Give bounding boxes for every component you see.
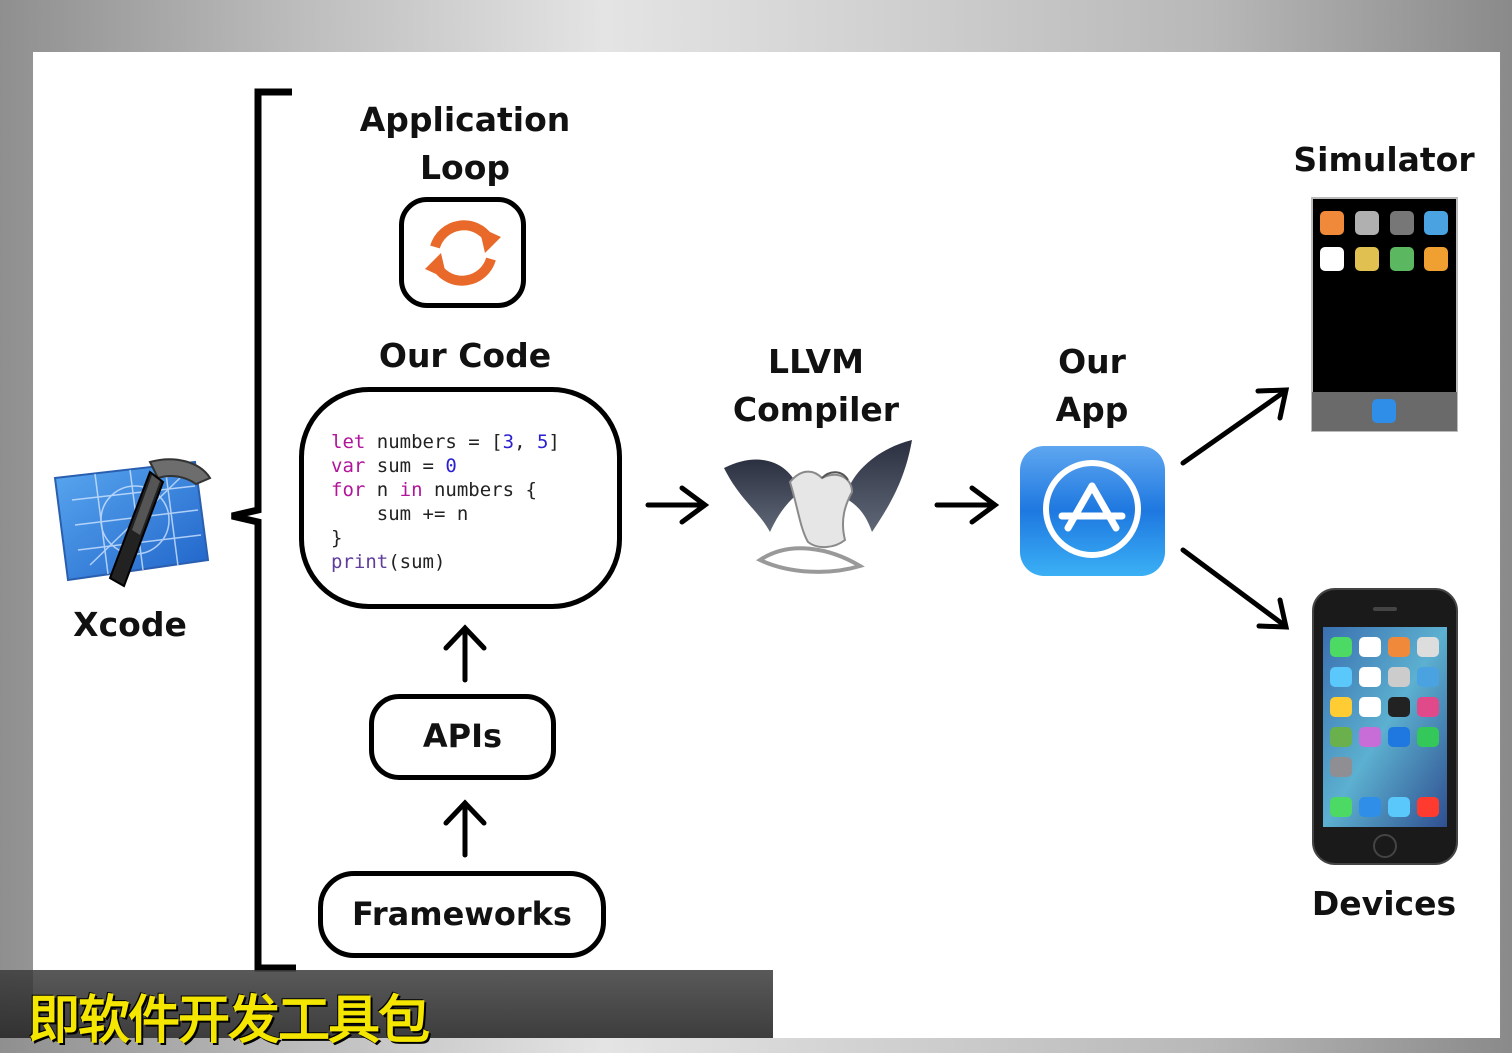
arrow-app-to-simulator: [1180, 387, 1290, 466]
arrow-app-to-devices: [1180, 547, 1290, 630]
arrow-frameworks-to-apis: [443, 799, 487, 858]
our-app-label-line1: Our: [1058, 342, 1126, 381]
our-code-label: Our Code: [378, 336, 552, 375]
frameworks-label: Frameworks: [352, 894, 572, 933]
our-code-box: [299, 387, 622, 609]
xcode-bracket: [231, 88, 296, 972]
frameworks-box: Frameworks: [318, 871, 606, 958]
devices-label: Devices: [1311, 884, 1457, 923]
code-line-6: print(sum): [331, 551, 446, 573]
apis-box: APIs: [369, 694, 556, 780]
llvm-label-line2: Compiler: [732, 390, 900, 429]
subtitle-text: 即软件开发工具包: [28, 991, 430, 1051]
apis-label: APIs: [422, 717, 503, 756]
our-app-label-line2: App: [1055, 390, 1129, 429]
application-loop-label-line1: Application: [359, 100, 571, 139]
code-line-3: for n in numbers {: [331, 479, 537, 501]
code-line-1: let numbers = [3, 5]: [331, 431, 560, 453]
simulator-label: Simulator: [1293, 140, 1475, 179]
refresh-loop-icon: [424, 219, 501, 286]
llvm-label-line1: LLVM: [768, 342, 864, 381]
xcode-label: Xcode: [73, 605, 187, 644]
code-line-4: sum += n: [331, 503, 469, 525]
subtitle-bar: [0, 970, 773, 1038]
arrow-llvm-to-app: [934, 485, 1000, 525]
code-snippet: let numbers = [3, 5] var sum = 0 for n i…: [331, 430, 560, 574]
slide: [33, 52, 1500, 1038]
code-line-2: var sum = 0: [331, 455, 457, 477]
application-loop-label-line2: Loop: [420, 148, 510, 187]
application-loop-box: [399, 197, 526, 308]
code-line-5: }: [331, 527, 343, 549]
arrow-code-to-llvm: [645, 485, 710, 525]
arrow-apis-to-code: [443, 624, 487, 683]
